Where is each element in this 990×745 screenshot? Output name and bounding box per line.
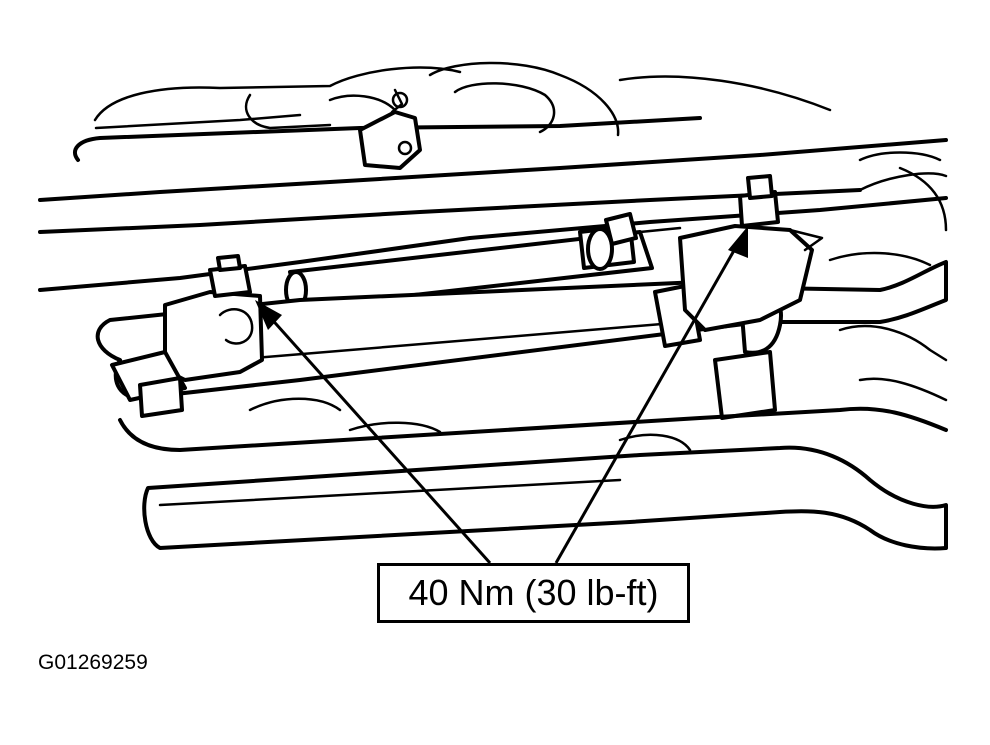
torque-callout: 40 Nm (30 lb-ft) [377, 563, 690, 623]
right-bushing-bracket [678, 174, 824, 420]
left-bushing-bracket [110, 254, 264, 418]
right-nut-arrowhead [728, 226, 748, 258]
torque-label: 40 Nm (30 lb-ft) [408, 572, 659, 613]
upper-crossmember [38, 138, 948, 292]
figure-id: G01269259 [38, 651, 148, 674]
callout-leaders [255, 226, 748, 565]
left-nut-arrowhead [255, 300, 282, 330]
upper-engine-components [73, 61, 832, 162]
right-suspension [828, 166, 948, 402]
lower-frame-rail [118, 397, 948, 551]
engine-bracket [358, 88, 422, 170]
